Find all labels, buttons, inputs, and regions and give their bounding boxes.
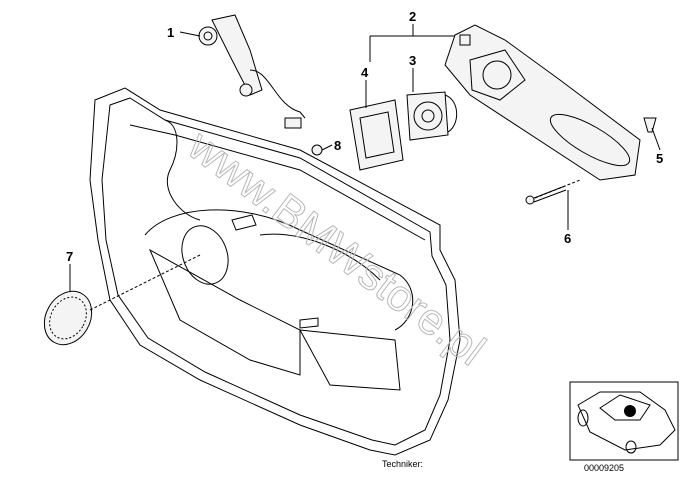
callout-4[interactable]: 4 [361,65,369,80]
leader-lines [69,24,661,311]
screw-part-6 [525,185,567,205]
speaker-part-3 [406,91,458,141]
callout-3[interactable]: 3 [409,53,416,68]
tweeter-part-1 [198,14,306,129]
vehicle-locator-inset [569,381,679,461]
techniker-label: Techniker: [382,459,423,469]
callout-5[interactable]: 5 [656,151,663,166]
speaker-housing-part-2 [444,24,641,181]
speaker-frame-part-4 [349,99,404,171]
callout-1[interactable]: 1 [167,25,174,40]
speaker-grille-part-7 [43,290,93,346]
callout-7[interactable]: 7 [66,249,73,264]
nut-part-5 [643,117,657,133]
callout-2[interactable]: 2 [409,9,416,24]
callout-6[interactable]: 6 [564,231,571,246]
clip-part-8 [311,144,323,156]
callout-8[interactable]: 8 [334,138,341,153]
location-marker-icon [624,405,636,417]
drawing-number: 00009205 [584,463,624,473]
